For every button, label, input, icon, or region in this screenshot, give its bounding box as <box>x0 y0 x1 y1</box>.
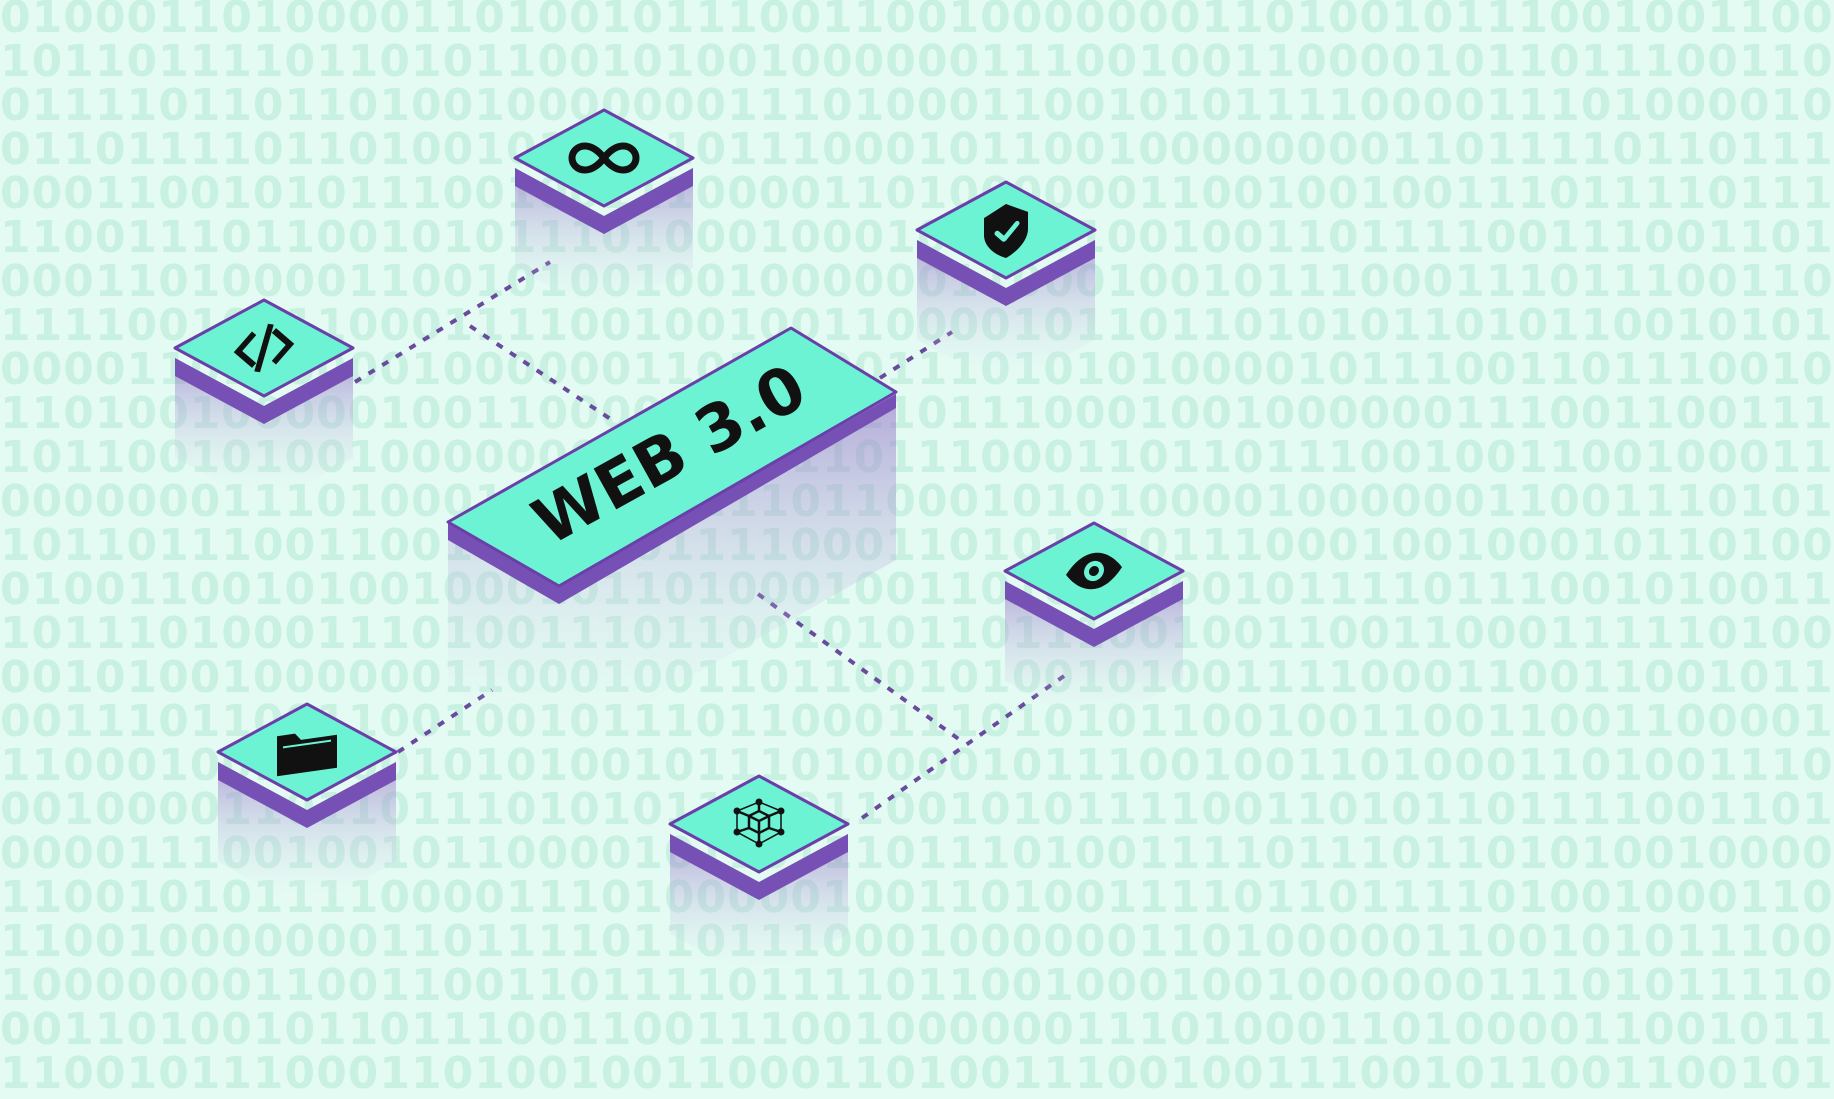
binary-row: 0011010010110111001100111001000000111010… <box>0 1004 1834 1055</box>
binary-row: 0001101000011001010010010000001100010010… <box>0 256 1834 307</box>
folder-icon <box>277 733 337 777</box>
block-side <box>218 762 396 828</box>
node-eye <box>1003 521 1185 729</box>
binary-row: 1000000011001100110111101111011001000100… <box>0 960 1834 1011</box>
node-web3-center: WEB 3.0 <box>446 326 898 752</box>
block-shadow <box>448 394 896 752</box>
binary-row: 1100100000001101111011011100010000001101… <box>0 916 1834 967</box>
code-icon <box>233 323 295 373</box>
shield-check-icon <box>984 204 1028 258</box>
node-infinity <box>513 108 695 316</box>
infinity-icon <box>568 142 640 174</box>
eye-icon <box>1066 552 1122 590</box>
connector-line <box>468 324 614 422</box>
block-side <box>515 168 693 234</box>
binary-row: 1100111011001010111010001000100110100100… <box>0 212 1834 263</box>
binary-row: 0001100101011100100111000011010000001100… <box>0 168 1834 219</box>
binary-row: 0000000111010001100100111011000101010000… <box>0 476 1834 527</box>
node-shield <box>915 180 1097 388</box>
block-side <box>917 240 1095 306</box>
binary-row: 0010100100000011000100110110010100101001… <box>0 652 1834 703</box>
binary-row: 0111101101101001000000011101000110010101… <box>0 80 1834 131</box>
node-folder <box>216 702 398 910</box>
connector-line <box>353 260 552 384</box>
network-icon <box>733 798 785 848</box>
block-top <box>446 326 898 588</box>
binary-row: 0110111101101001011011011100010110010000… <box>0 124 1834 175</box>
node-code <box>173 298 355 506</box>
node-network <box>668 774 850 982</box>
binary-row: 1011011100110011100101111000110101110111… <box>0 520 1834 571</box>
block-side <box>1005 581 1183 647</box>
binary-row: 1011011110110101100101001000000111001001… <box>0 36 1834 87</box>
diagram-canvas: WEB 3.0 <box>173 108 1185 982</box>
binary-row: 0100110010100100010110100010011010011001… <box>0 564 1834 615</box>
binary-row: 0100011010000110100101110011001000000011… <box>0 0 1834 43</box>
connector-line <box>396 688 494 754</box>
connector-line <box>860 674 1066 820</box>
block-side <box>175 358 353 424</box>
binary-row: 1011101000111010011101100101011011100100… <box>0 608 1834 659</box>
connector-lines <box>353 260 1066 820</box>
block-side <box>670 834 848 900</box>
binary-row: 1100101110001101001001100011010011100100… <box>0 1048 1834 1099</box>
